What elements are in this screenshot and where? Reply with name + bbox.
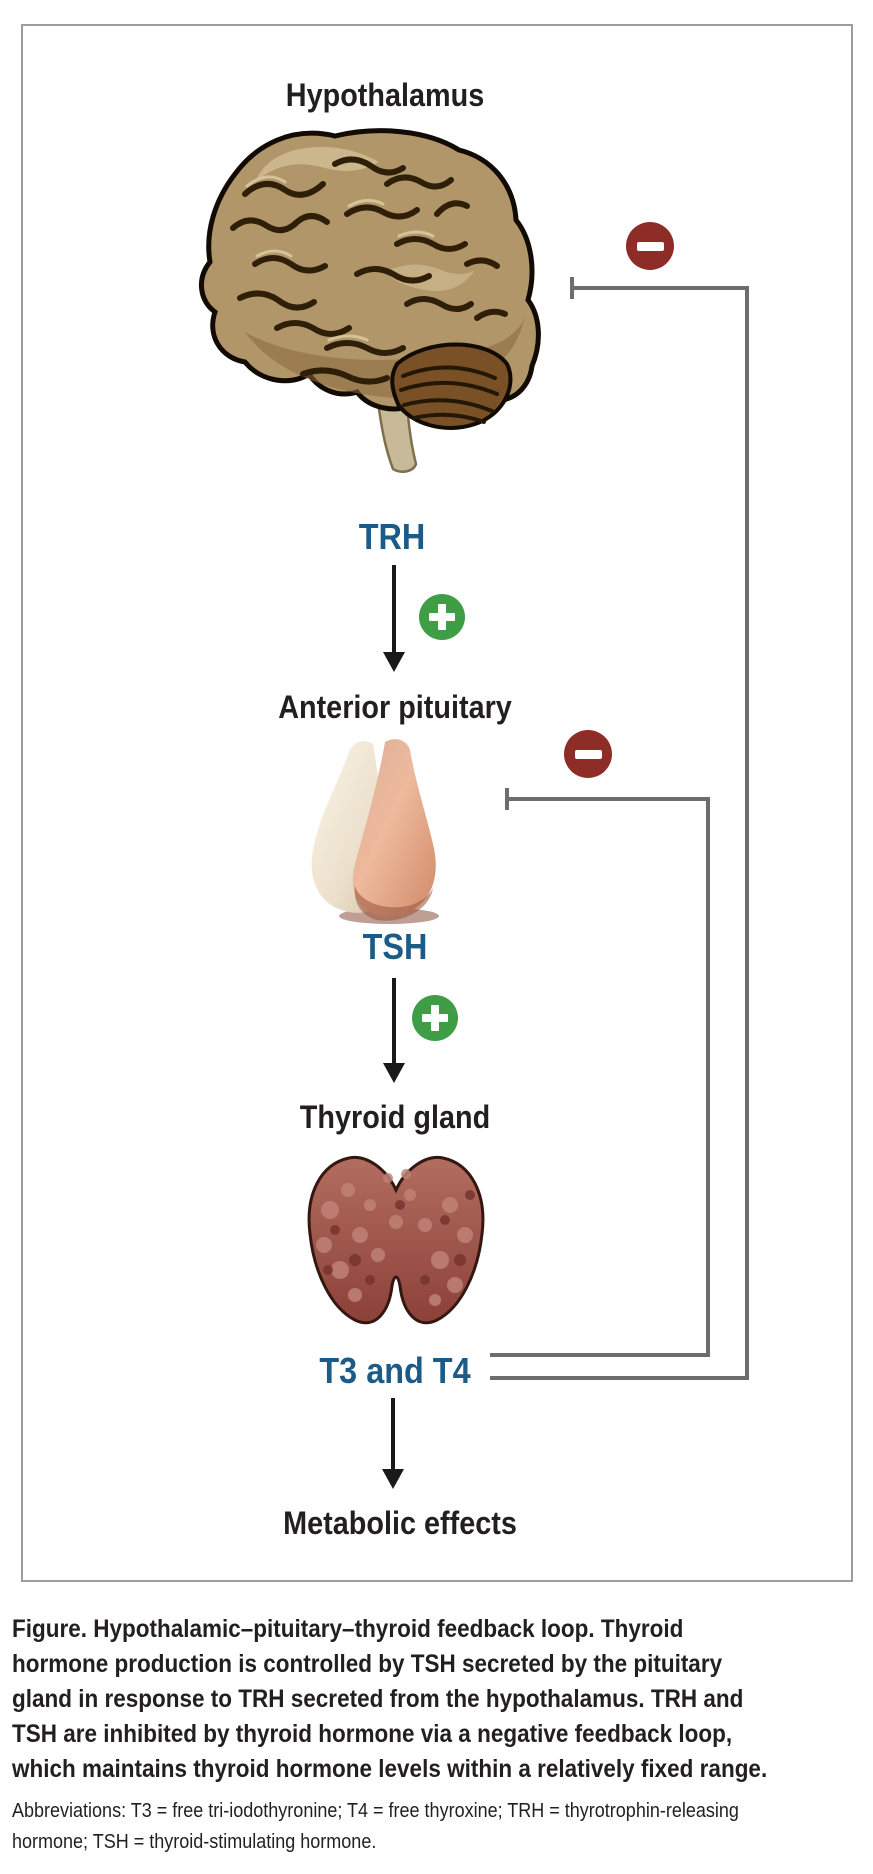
inner-feedback-line-bottom bbox=[490, 1353, 710, 1357]
plus-bar-v bbox=[431, 1005, 439, 1031]
inner-feedback-line-top bbox=[507, 797, 710, 801]
thyroid-gland-icon bbox=[307, 1155, 485, 1325]
caption-line: TSH are inhibited by thyroid hormone via… bbox=[12, 1720, 733, 1748]
minus-circle-icon bbox=[564, 730, 612, 778]
plus-bar-v bbox=[438, 604, 446, 630]
outer-feedback-line-vertical bbox=[745, 286, 749, 1380]
tsh-label: TSH bbox=[362, 926, 428, 967]
abbreviations-line: Abbreviations: T3 = free tri-iodothyroni… bbox=[12, 1800, 739, 1822]
caption-line: which maintains thyroid hormone levels w… bbox=[12, 1755, 768, 1783]
brain-icon bbox=[199, 128, 541, 473]
abbreviations-line: hormone; TSH = thyroid-stimulating hormo… bbox=[12, 1831, 377, 1853]
metabolic-effects-label: Metabolic effects bbox=[283, 1505, 517, 1541]
outer-feedback-line-bottom bbox=[490, 1376, 749, 1380]
hypothalamus-label: Hypothalamus bbox=[285, 77, 485, 113]
anterior-pituitary-label: Anterior pituitary bbox=[278, 689, 512, 725]
down-arrow-tsh-head bbox=[383, 1063, 405, 1083]
caption-line: hormone production is controlled by TSH … bbox=[12, 1650, 723, 1678]
abbreviations-note: Abbreviations: T3 = free tri-iodothyroni… bbox=[12, 1796, 820, 1858]
down-arrow-tsh-shaft bbox=[392, 978, 396, 1066]
down-arrow-t3t4-head bbox=[382, 1469, 404, 1489]
thyroid-gland-label: Thyroid gland bbox=[299, 1099, 491, 1135]
pituitary-gland-icon bbox=[311, 739, 439, 924]
minus-circle-icon bbox=[626, 222, 674, 270]
trh-label: TRH bbox=[358, 516, 426, 557]
t3-t4-label: T3 and T4 bbox=[319, 1350, 471, 1391]
plus-circle-icon bbox=[412, 995, 458, 1041]
minus-bar bbox=[574, 749, 602, 759]
inner-feedback-line-vertical bbox=[706, 797, 710, 1357]
caption-line: Figure. Hypothalamic–pituitary–thyroid f… bbox=[12, 1615, 684, 1643]
down-arrow-t3t4-shaft bbox=[391, 1398, 395, 1472]
plus-circle-icon bbox=[419, 594, 465, 640]
down-arrow-trh-shaft bbox=[392, 565, 396, 655]
caption-line: gland in response to TRH secreted from t… bbox=[12, 1685, 744, 1713]
minus-bar bbox=[636, 241, 664, 251]
figure-caption: Figure. Hypothalamic–pituitary–thyroid f… bbox=[12, 1612, 851, 1787]
outer-feedback-line-top bbox=[572, 286, 749, 290]
down-arrow-trh-head bbox=[383, 652, 405, 672]
